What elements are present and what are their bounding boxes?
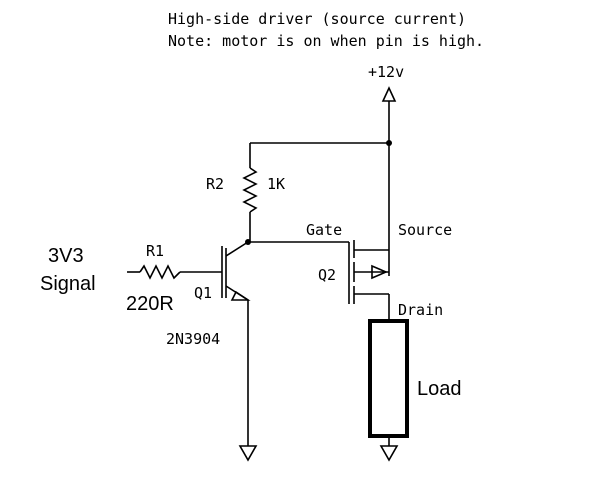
q2-gate-label: Gate	[306, 221, 342, 239]
input-label-line-1: 3V3	[48, 245, 84, 267]
r1-value: 220R	[126, 293, 174, 315]
q1-collector	[225, 241, 249, 257]
header-line-1: High-side driver (source current)	[168, 10, 466, 28]
header-line-2: Note: motor is on when pin is high.	[168, 32, 484, 50]
q2-source-label: Source	[398, 221, 452, 239]
ground-icon-q1	[238, 445, 258, 462]
r2-value: 1K	[267, 175, 285, 193]
r1-name: R1	[146, 242, 164, 260]
load-block	[368, 319, 409, 438]
q1-part: 2N3904	[166, 330, 220, 348]
input-label-line-2: Signal	[40, 273, 96, 295]
q2-drain-label: Drain	[398, 301, 443, 319]
r1-resistor-icon	[139, 264, 181, 280]
q1-name: Q1	[194, 284, 212, 302]
ground-icon-load	[379, 445, 399, 462]
junction-dot-top	[386, 140, 392, 146]
supply-arrow-icon	[381, 86, 397, 102]
load-label: Load	[417, 378, 462, 400]
q2-mosfet-icon	[348, 240, 389, 304]
r2-name: R2	[206, 175, 224, 193]
r2-resistor-icon	[242, 167, 258, 213]
q1-transistor-icon	[221, 246, 251, 301]
supply-label: +12v	[368, 63, 404, 81]
q2-name: Q2	[318, 266, 336, 284]
